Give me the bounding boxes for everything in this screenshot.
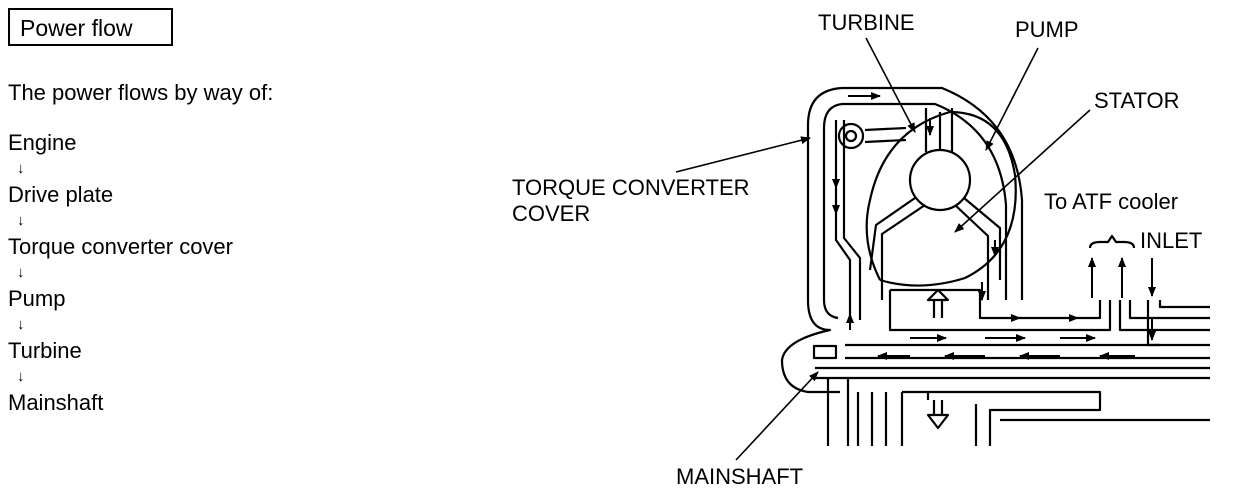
flow-step-turbine: Turbine	[8, 338, 82, 363]
label-turbine: TURBINE	[818, 10, 915, 35]
label-cover-line2: COVER	[512, 201, 591, 226]
outflow-open-arrow-icon	[926, 400, 950, 430]
inflow-open-arrow-icon	[926, 288, 950, 318]
cover-housing-inner	[822, 102, 1008, 320]
intro-text: The power flows by way of:	[8, 80, 274, 105]
cover-leader-line	[675, 136, 811, 173]
flow-step-pump: Pump	[8, 286, 66, 311]
label-atf-cooler: To ATF cooler	[1044, 189, 1179, 214]
flow-step-drive-plate: Drive plate	[8, 182, 114, 207]
label-mainshaft: MAINSHAFT	[676, 464, 804, 489]
flow-arrow-icon: ↓	[17, 264, 25, 281]
section-title-box: Power flow	[8, 8, 173, 46]
flow-step-torque-converter-cover: Torque converter cover	[8, 234, 233, 259]
label-stator: STATOR	[1094, 88, 1180, 113]
label-inlet: INLET	[1140, 228, 1203, 253]
pump-leader-line	[985, 47, 1039, 151]
cover-port-ring	[837, 122, 865, 150]
stator-center	[908, 148, 972, 212]
flow-step-engine: Engine	[8, 130, 77, 155]
cover-housing-outer	[780, 86, 1024, 394]
label-pump: PUMP	[1015, 17, 1079, 42]
flow-arrow-icon: ↓	[17, 316, 25, 333]
pump-turbine-outline	[865, 110, 1017, 287]
hub-return-channel	[845, 343, 1210, 360]
flow-arrow-icon: ↓	[17, 212, 25, 229]
section-title: Power flow	[20, 15, 133, 41]
flow-arrow-icon: ↓	[17, 160, 25, 177]
mainshaft-leader-line	[735, 371, 819, 461]
hub-upper-channel	[888, 288, 1112, 332]
turbine-leader-line	[865, 37, 916, 133]
flow-arrow-icon: ↓	[17, 368, 25, 385]
flow-step-mainshaft: Mainshaft	[8, 390, 104, 415]
label-cover-line1: TORQUE CONVERTER	[512, 175, 750, 200]
cooler-brace	[1088, 234, 1136, 249]
power-flow-list: Engine ↓ Drive plate ↓ Torque converter …	[8, 130, 233, 415]
mainshaft-body	[826, 378, 904, 446]
